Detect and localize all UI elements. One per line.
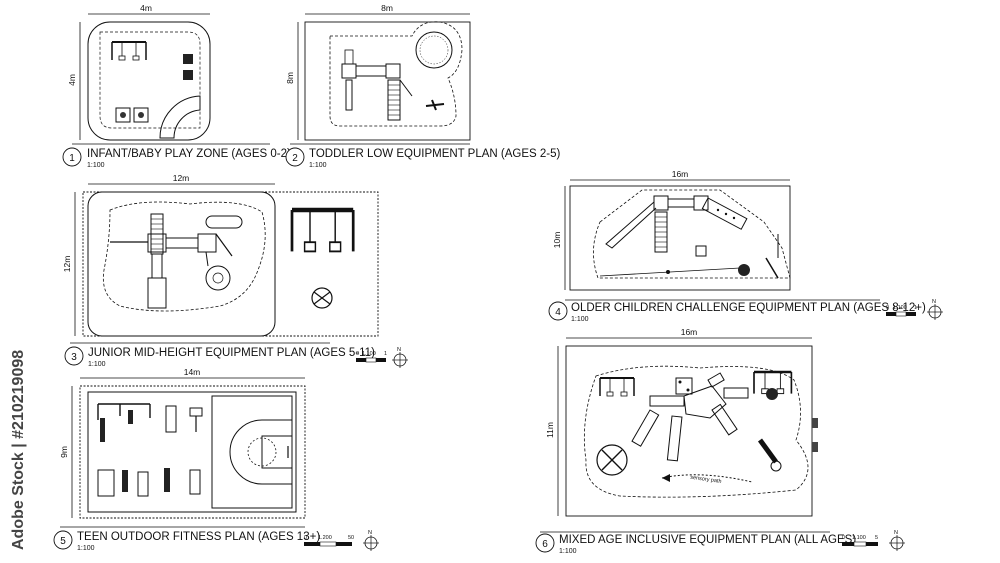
plan-1-title: INFANT/BABY PLAY ZONE (AGES 0-2) — [87, 148, 291, 160]
plan-6: 16m 11m sensory path 6 MIXED AGE INCLUSI… — [535, 327, 906, 555]
plan-2-number: 2 — [292, 153, 298, 164]
svg-text:N: N — [397, 347, 401, 353]
plan-6-title: MIXED AGE INCLUSIVE EQUIPMENT PLAN (ALL … — [559, 534, 856, 546]
plan-3-number: 3 — [71, 352, 77, 363]
plan-3-scale-bar: 0 1.100 1 — [356, 351, 387, 363]
svg-text:0: 0 — [304, 535, 307, 541]
plan-3-north-icon — [391, 351, 409, 369]
plan-6-scale: 1:100 — [559, 548, 577, 555]
svg-text:N: N — [932, 299, 936, 305]
svg-text:0: 0 — [356, 351, 359, 357]
plan-6-scale-bar: 0 1.100 5 — [842, 535, 878, 547]
svg-text:N: N — [894, 530, 898, 536]
plan-5-scale-bar: 0 1.200 50 — [304, 535, 354, 547]
plan-4: 16m 10m 4 OLDER CHILDREN CHALLENGE EQUIP… — [548, 169, 944, 323]
plan-2-width: 8m — [381, 3, 393, 13]
plan-1-height: 4m — [67, 74, 77, 86]
plan-5-number: 5 — [60, 536, 66, 547]
plan-4-scale: 1:100 — [571, 316, 589, 323]
plan-4-north-icon — [926, 303, 944, 321]
svg-text:1: 1 — [384, 351, 387, 357]
plan-5-title: TEEN OUTDOOR FITNESS PLAN (AGES 13+) — [77, 531, 320, 543]
plan-4-height: 10m — [552, 232, 562, 249]
plan-3-scale: 1:100 — [88, 361, 106, 368]
plan-5-height: 9m — [59, 446, 69, 458]
svg-text:1.100: 1.100 — [852, 535, 866, 541]
plan-1-number: 1 — [69, 153, 75, 164]
plan-5-width: 14m — [184, 367, 201, 377]
plan-4-number: 4 — [555, 307, 561, 318]
svg-text:1: 1 — [914, 305, 917, 311]
plan-4-width: 16m — [672, 169, 689, 179]
svg-text:0: 0 — [842, 535, 845, 541]
plan-4-scale-bar: 0 1.100 1 — [886, 305, 917, 317]
svg-text:0: 0 — [886, 305, 889, 311]
plan-1: 4m 4m 1 INFANT/BABY PLAY ZONE (AGES 0-2)… — [62, 3, 291, 169]
svg-text:N: N — [368, 530, 372, 536]
svg-text:1.200: 1.200 — [318, 535, 332, 541]
plan-6-height: 11m — [545, 422, 555, 438]
plan-2-title: TODDLER LOW EQUIPMENT PLAN (AGES 2-5) — [309, 148, 561, 160]
svg-text:1.100: 1.100 — [362, 351, 376, 357]
plan-4-title: OLDER CHILDREN CHALLENGE EQUIPMENT PLAN … — [571, 302, 926, 314]
svg-text:1.100: 1.100 — [893, 305, 907, 311]
plan-3: 12m 12m 3 JUNIOR MID-HEIGHT EQUIPMENT PL… — [62, 173, 409, 369]
plan-5: 14m 9m 5 TEEN OUTDOOR FITNESS PLAN (AGES… — [53, 367, 380, 552]
plan-5-north-icon — [362, 534, 380, 552]
watermark: Adobe Stock | #210219098 — [4, 300, 30, 558]
plan-2-scale: 1:100 — [309, 162, 327, 169]
plan-3-height: 12m — [62, 256, 72, 273]
svg-text:50: 50 — [348, 535, 354, 541]
plan-3-title: JUNIOR MID-HEIGHT EQUIPMENT PLAN (AGES 5… — [88, 347, 375, 359]
plan-5-scale: 1:100 — [77, 545, 95, 552]
plan-1-width: 4m — [140, 3, 152, 13]
sensory-path-label: sensory path — [690, 475, 722, 485]
plan-3-width: 12m — [173, 173, 190, 183]
plan-2: 8m 8m 2 TODDLER LOW EQUIPMENT PLAN (AGES… — [285, 3, 561, 169]
watermark-text: Adobe Stock | #210219098 — [10, 350, 27, 550]
plan-6-number: 6 — [542, 539, 548, 550]
plan-6-north-icon — [888, 534, 906, 552]
plan-6-width: 16m — [681, 327, 698, 337]
plan-2-height: 8m — [285, 72, 295, 84]
svg-text:5: 5 — [875, 535, 878, 541]
plan-1-scale: 1:100 — [87, 162, 105, 169]
